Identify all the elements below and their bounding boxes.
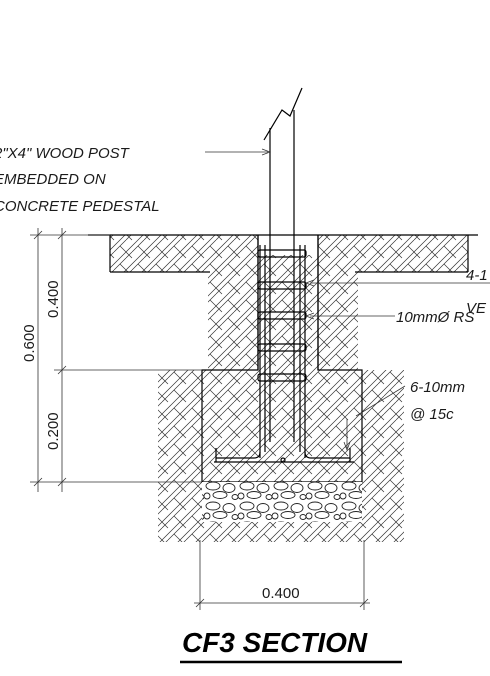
base-bars-label-line2: @ 15c xyxy=(410,406,454,423)
dim-footing-width: 0.400 xyxy=(262,585,300,602)
gravel-bed xyxy=(202,482,362,522)
dim-total-height: 0.600 xyxy=(21,324,38,362)
dim-pedestal-height: 0.400 xyxy=(45,280,62,318)
dim-footing-height: 0.200 xyxy=(45,412,62,450)
vert-bar-label-line1: 4-1 xyxy=(466,267,488,284)
base-bars-label-line1: 6-10mm xyxy=(410,379,465,396)
leader-lines xyxy=(205,148,490,452)
dimension-lines xyxy=(30,228,370,610)
vert-bar-label-line2: VE xyxy=(466,300,487,317)
wood-post xyxy=(263,87,303,442)
post-label-line1: 2"X4" WOOD POST xyxy=(0,145,131,162)
drawing-title: CF3 SECTION xyxy=(182,627,368,658)
post-label-line3: CONCRETE PEDESTAL xyxy=(0,198,160,215)
rsb-label: 10mmØ RS xyxy=(396,309,474,326)
rebar-cage xyxy=(214,245,354,463)
post-label-line2: EMBEDDED ON xyxy=(0,171,106,188)
soil-hatch xyxy=(110,235,468,542)
